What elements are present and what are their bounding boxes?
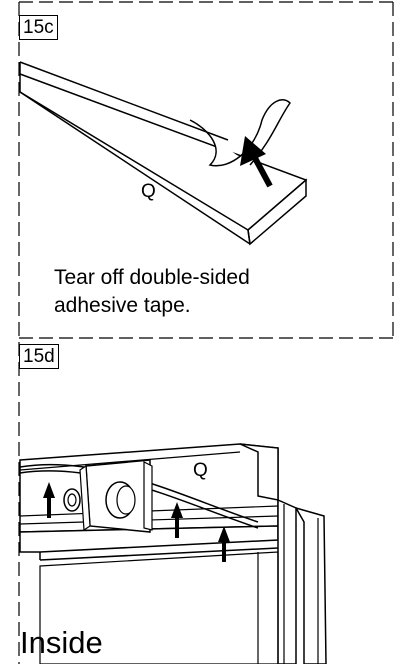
caption-line-2: adhesive tape. <box>54 294 191 317</box>
peeled-backing-curl <box>189 99 291 167</box>
panel-step-15c: Q 15c Tear off double-sided adhesive tap… <box>19 15 374 320</box>
inside-location-label: Inside <box>20 625 103 660</box>
panel-step-15d: Q 15d <box>0 336 401 664</box>
tape-strip-illustration: Q <box>19 61 308 246</box>
step-label-15c: 15c <box>19 15 58 40</box>
step-caption: Tear off double-sided adhesive tape. <box>54 264 374 320</box>
up-arrow-icon <box>218 526 230 542</box>
part-letter-q-15c: Q <box>141 181 156 202</box>
door-track-illustration: Q <box>19 443 327 664</box>
door-frame-post <box>277 498 297 664</box>
part-letter-q-15d: Q <box>193 460 208 481</box>
step-label-15d: 15d <box>19 344 59 369</box>
peel-arrow-head <box>240 136 266 166</box>
peel-arrow-shaft <box>252 156 273 188</box>
up-arrow-icon <box>171 502 183 518</box>
caption-line-1: Tear off double-sided <box>54 266 250 289</box>
bottom-ledge <box>19 525 279 553</box>
up-arrow-icon <box>43 482 55 498</box>
